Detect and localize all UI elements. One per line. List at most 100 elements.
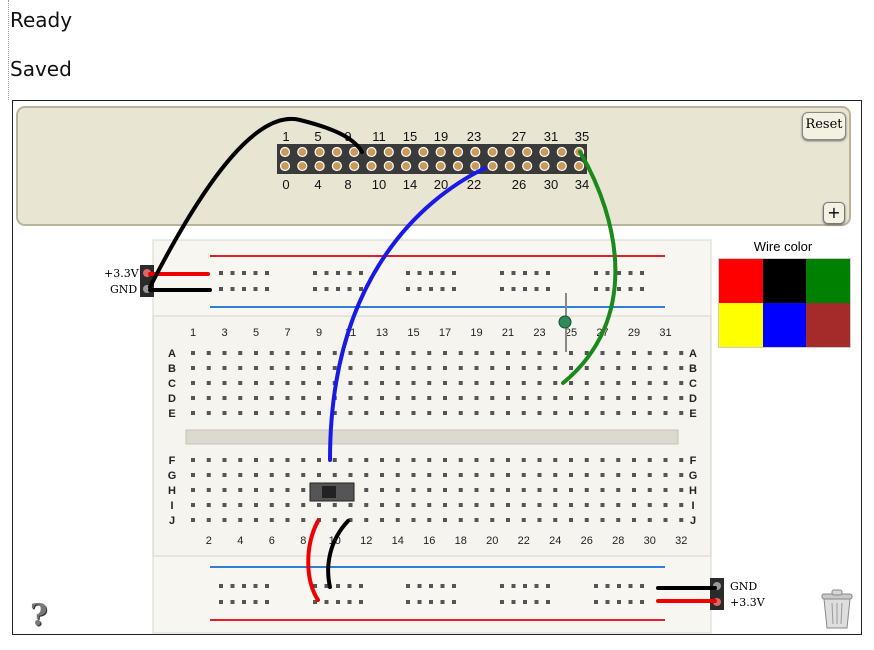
board-hole[interactable] xyxy=(474,518,479,522)
board-hole[interactable] xyxy=(206,351,211,355)
board-hole[interactable] xyxy=(632,488,636,492)
trash-can-icon[interactable] xyxy=(818,588,856,630)
board-hole[interactable] xyxy=(600,473,605,477)
board-hole[interactable] xyxy=(301,518,306,522)
rail-hole[interactable] xyxy=(546,287,550,291)
rail-hole[interactable] xyxy=(523,600,527,604)
board-hole[interactable] xyxy=(411,366,416,370)
rail-hole[interactable] xyxy=(336,600,340,604)
board-hole[interactable] xyxy=(616,518,621,522)
board-hole[interactable] xyxy=(395,381,400,385)
board-hole[interactable] xyxy=(332,458,337,462)
board-hole[interactable] xyxy=(490,488,495,492)
wire-color-swatch[interactable] xyxy=(806,259,850,303)
board-hole[interactable] xyxy=(191,381,195,385)
board-hole[interactable] xyxy=(521,458,526,462)
header-pin[interactable] xyxy=(504,146,515,158)
board-hole[interactable] xyxy=(443,503,447,507)
rail-hole[interactable] xyxy=(347,271,352,275)
header-pin[interactable] xyxy=(297,160,308,172)
board-hole[interactable] xyxy=(332,473,337,477)
board-hole[interactable] xyxy=(206,366,211,370)
board-hole[interactable] xyxy=(206,411,211,415)
board-hole[interactable] xyxy=(506,503,510,507)
board-hole[interactable] xyxy=(380,366,384,370)
board-hole[interactable] xyxy=(238,473,243,477)
board-hole[interactable] xyxy=(427,458,432,462)
board-hole[interactable] xyxy=(584,411,589,415)
board-hole[interactable] xyxy=(474,473,479,477)
header-pin[interactable] xyxy=(470,146,481,158)
board-hole[interactable] xyxy=(269,488,274,492)
board-hole[interactable] xyxy=(443,411,447,415)
header-pin[interactable] xyxy=(539,160,550,172)
board-hole[interactable] xyxy=(364,488,369,492)
header-pin[interactable] xyxy=(366,160,377,172)
rail-hole[interactable] xyxy=(534,600,539,604)
rail-hole[interactable] xyxy=(500,600,504,604)
wire-color-swatch[interactable] xyxy=(762,303,807,347)
board-hole[interactable] xyxy=(584,488,589,492)
board-hole[interactable] xyxy=(553,396,558,400)
board-hole[interactable] xyxy=(364,473,369,477)
board-hole[interactable] xyxy=(348,518,353,522)
board-hole[interactable] xyxy=(679,351,684,355)
wire-blue[interactable] xyxy=(328,166,487,462)
board-hole[interactable] xyxy=(222,473,227,477)
board-hole[interactable] xyxy=(443,396,447,400)
wire-black-bottom[interactable] xyxy=(326,519,350,589)
header-pin[interactable] xyxy=(452,160,464,172)
board-hole[interactable] xyxy=(679,381,684,385)
wire-green[interactable] xyxy=(561,150,618,385)
header-pin[interactable] xyxy=(331,160,342,172)
rail-hole[interactable] xyxy=(628,271,633,275)
rail-hole[interactable] xyxy=(359,584,363,588)
board-hole[interactable] xyxy=(411,458,416,462)
header-pin[interactable] xyxy=(401,160,412,172)
board-hole[interactable] xyxy=(238,366,243,370)
rail-hole[interactable] xyxy=(417,584,422,588)
board-hole[interactable] xyxy=(663,381,668,385)
rail-hole[interactable] xyxy=(452,584,456,588)
rail-hole[interactable] xyxy=(640,287,644,291)
board-hole[interactable] xyxy=(474,458,479,462)
board-hole[interactable] xyxy=(537,473,542,477)
rail-hole[interactable] xyxy=(440,271,445,275)
board-hole[interactable] xyxy=(254,351,258,355)
board-hole[interactable] xyxy=(238,503,243,507)
board-hole[interactable] xyxy=(238,458,243,462)
board-hole[interactable] xyxy=(254,473,258,477)
board-hole[interactable] xyxy=(537,411,542,415)
rail-hole[interactable] xyxy=(347,600,352,604)
board-hole[interactable] xyxy=(348,473,353,477)
board-hole[interactable] xyxy=(616,488,621,492)
rail-hole[interactable] xyxy=(452,287,456,291)
wire-color-swatch[interactable] xyxy=(719,259,763,303)
board-hole[interactable] xyxy=(679,396,684,400)
board-hole[interactable] xyxy=(222,518,227,522)
board-hole[interactable] xyxy=(332,518,337,522)
board-hole[interactable] xyxy=(348,458,353,462)
wire-red-bottom[interactable] xyxy=(306,519,320,602)
board-hole[interactable] xyxy=(285,518,290,522)
header-pin[interactable] xyxy=(279,160,291,172)
rail-hole[interactable] xyxy=(500,271,504,275)
rail-hole[interactable] xyxy=(336,584,340,588)
board-hole[interactable] xyxy=(584,518,589,522)
rail-hole[interactable] xyxy=(640,600,644,604)
board-hole[interactable] xyxy=(222,381,227,385)
board-hole[interactable] xyxy=(364,351,369,355)
board-hole[interactable] xyxy=(411,488,416,492)
board-hole[interactable] xyxy=(647,351,652,355)
header-pin[interactable] xyxy=(331,146,342,158)
board-hole[interactable] xyxy=(600,458,605,462)
board-hole[interactable] xyxy=(506,458,510,462)
board-hole[interactable] xyxy=(443,488,447,492)
rail-hole[interactable] xyxy=(265,271,269,275)
board-hole[interactable] xyxy=(506,473,510,477)
board-hole[interactable] xyxy=(317,366,321,370)
rail-hole[interactable] xyxy=(523,271,527,275)
rail-hole[interactable] xyxy=(440,600,445,604)
board-hole[interactable] xyxy=(269,366,274,370)
rail-hole[interactable] xyxy=(546,600,550,604)
